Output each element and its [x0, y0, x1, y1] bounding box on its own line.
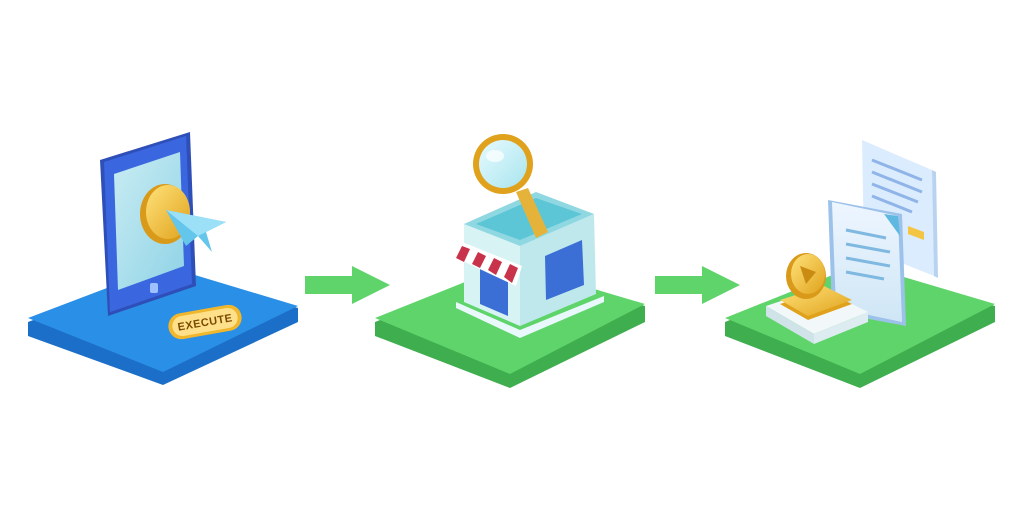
tray-icon [766, 286, 868, 344]
document-front-icon [828, 200, 906, 326]
step-3-document-coin [725, 140, 995, 388]
step-1-tablet-tap: EXECUTE [28, 132, 298, 385]
platform-blue [28, 266, 298, 385]
execute-badge: EXECUTE [168, 304, 242, 340]
step-2-storefront-search [375, 134, 645, 388]
coin-icon [786, 253, 826, 299]
awning-icon [452, 242, 522, 286]
magnifier-icon [473, 134, 548, 238]
arrow-right-icon [305, 266, 390, 304]
cursor-icon [166, 210, 226, 252]
arrow-right-icon [655, 266, 740, 304]
